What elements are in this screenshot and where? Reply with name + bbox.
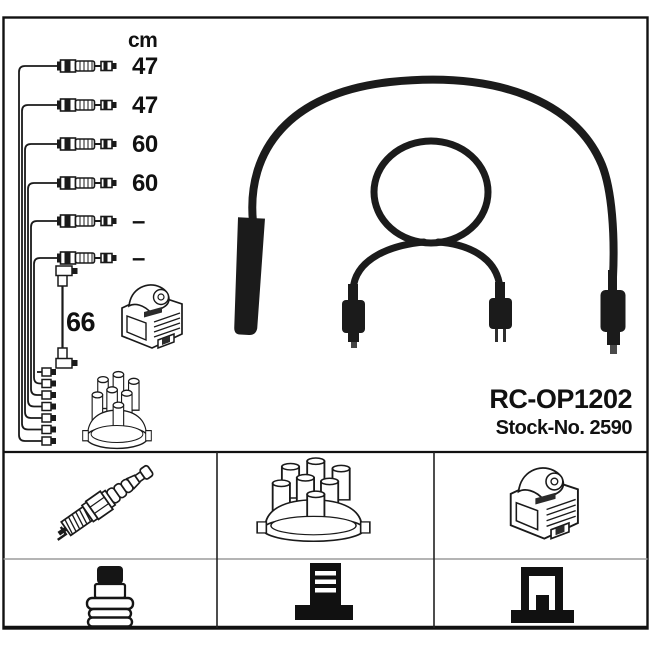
coil-lead xyxy=(55,265,78,369)
cable-set-photo xyxy=(234,75,626,354)
part-number: RC-OP1202 xyxy=(489,384,632,414)
lead-bundle xyxy=(18,65,57,442)
spark-plug-boot-icon xyxy=(85,566,135,628)
legend-grid xyxy=(3,450,648,628)
coil-lead-length: 66 xyxy=(66,307,96,337)
unit-label: cm xyxy=(128,29,158,52)
lead-length-5: – xyxy=(132,208,145,235)
lead-length-4: 60 xyxy=(132,170,158,197)
lead-length-1: 47 xyxy=(132,53,158,80)
lead-length-6: – xyxy=(132,245,145,272)
coil-terminal-icon xyxy=(511,567,574,623)
lead-length-2: 47 xyxy=(132,92,158,119)
stock-number: Stock-No. 2590 xyxy=(495,417,633,439)
distributor-terminal-icon xyxy=(295,563,353,620)
lead-length-3: 60 xyxy=(132,131,158,158)
